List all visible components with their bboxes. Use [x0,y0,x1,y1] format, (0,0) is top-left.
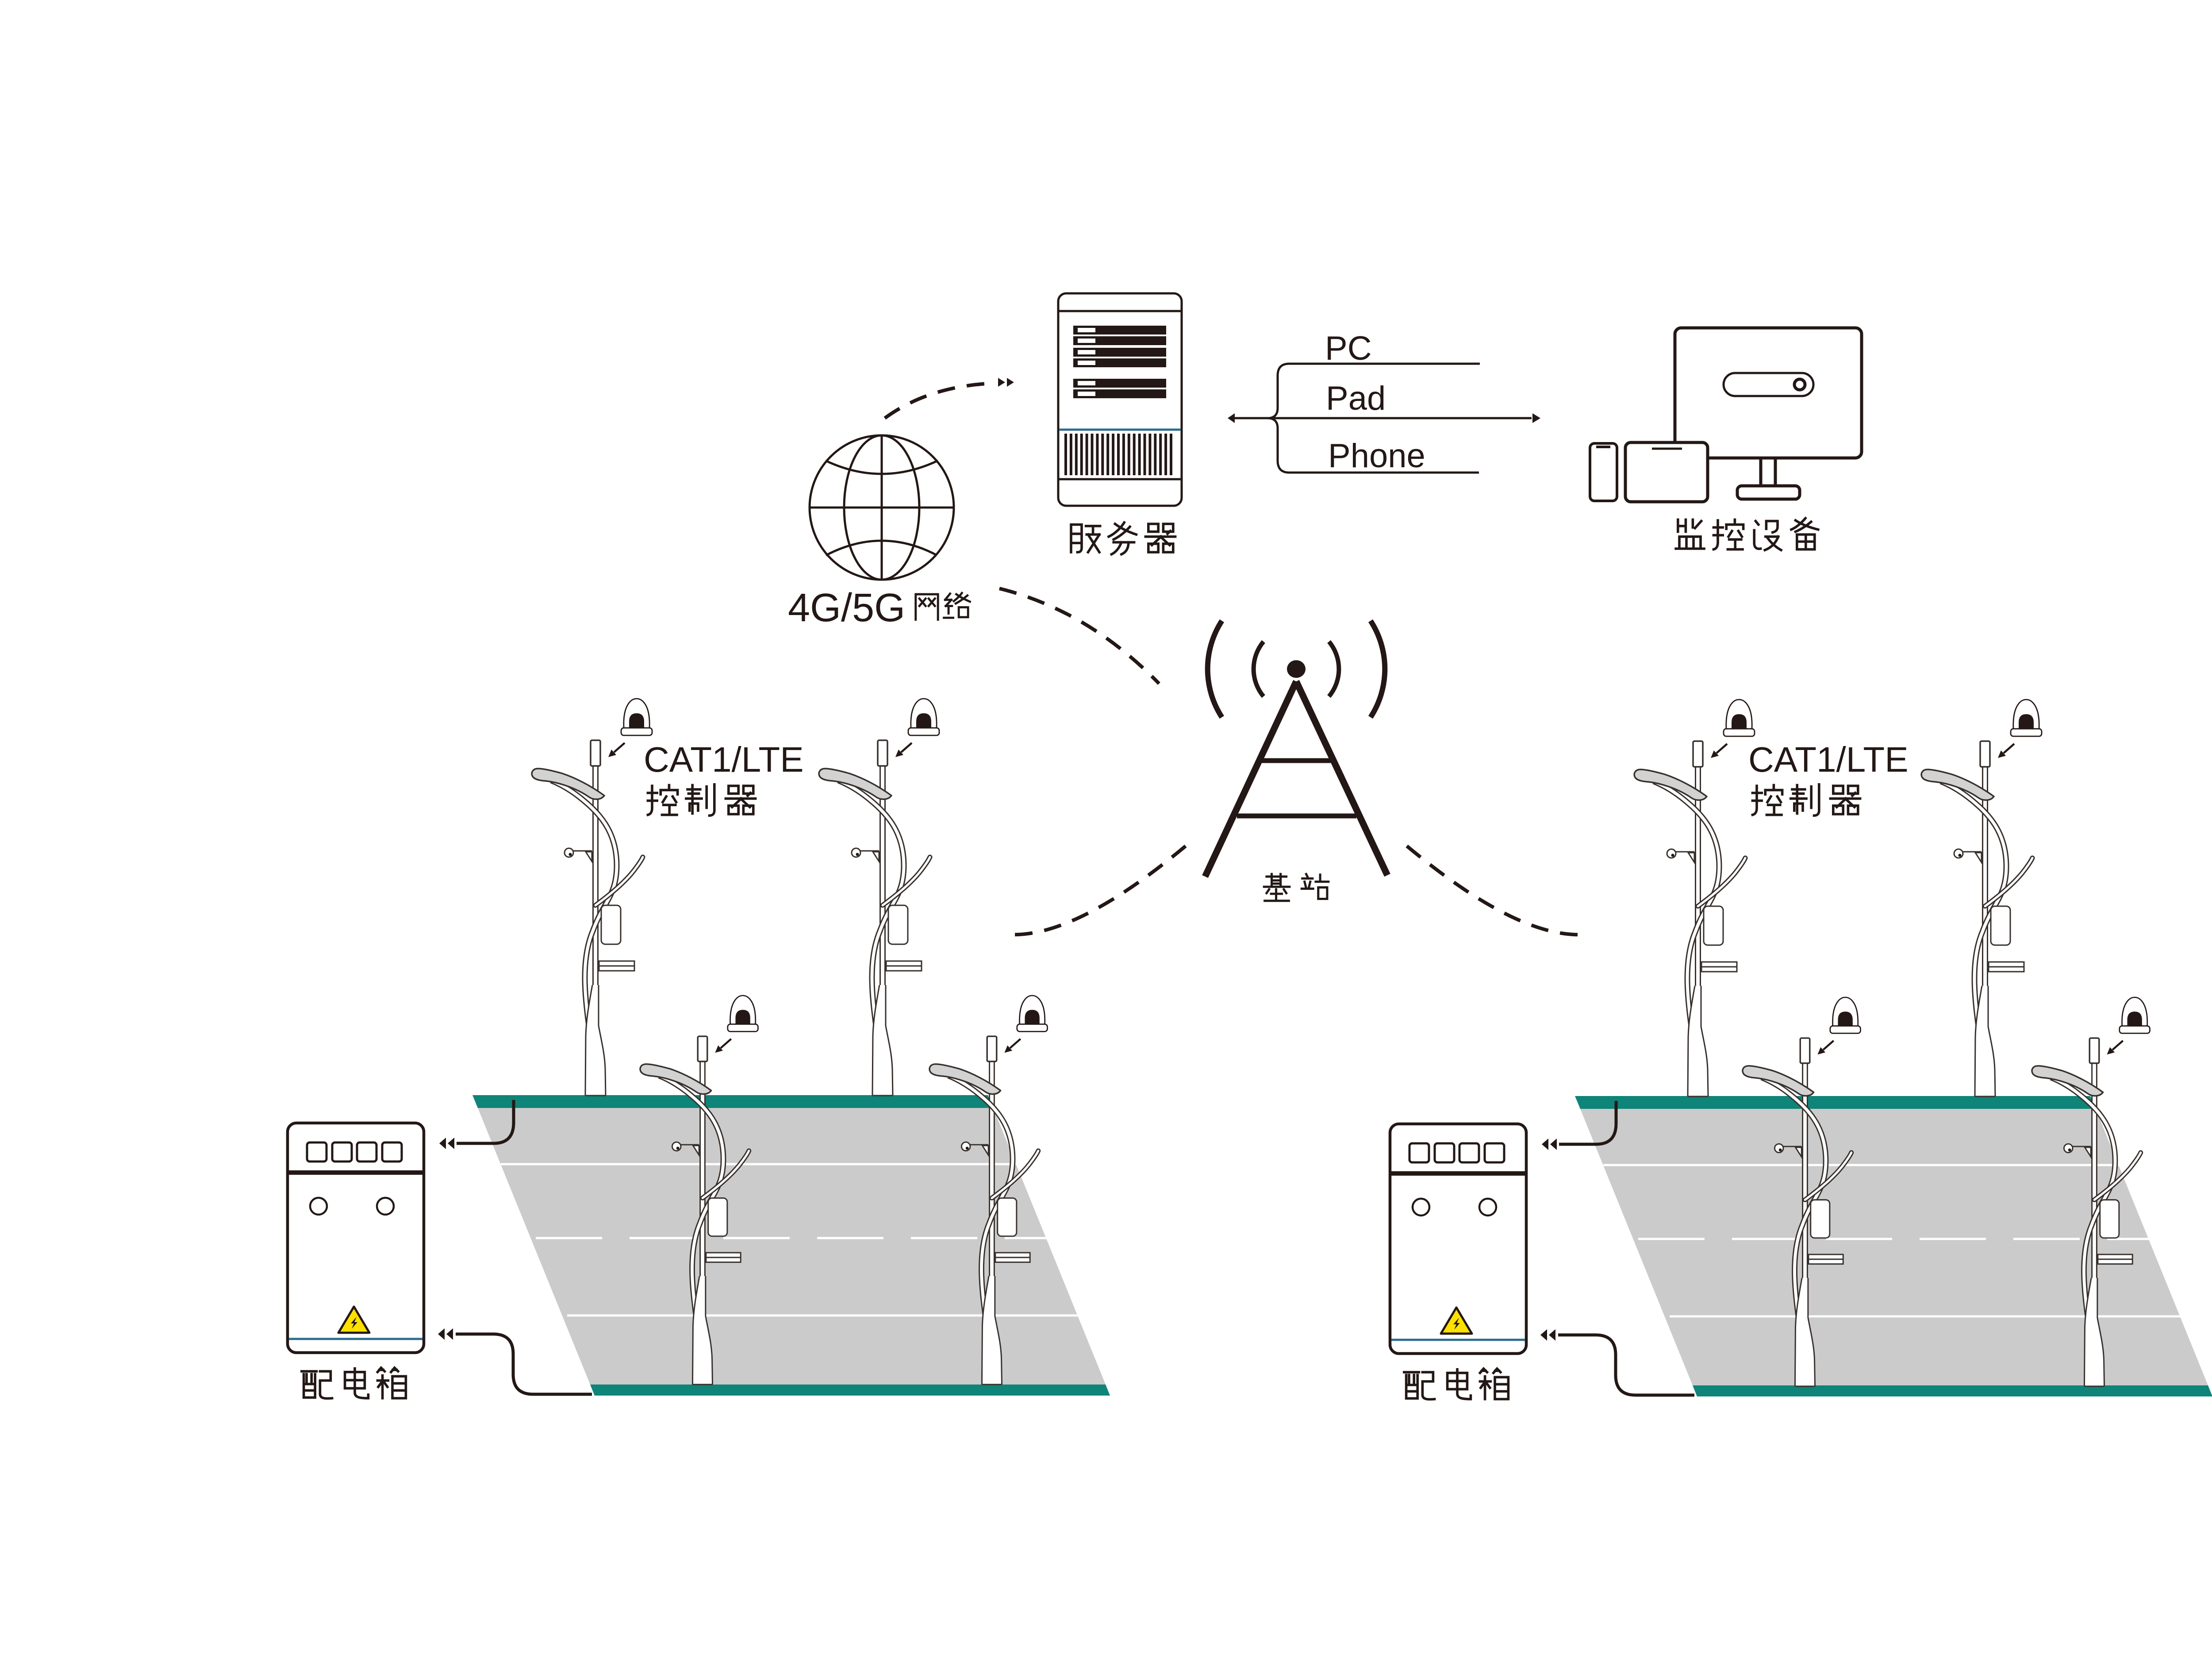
svg-text:CAT1/LTE: CAT1/LTE [644,740,804,779]
svg-text:Pad: Pad [1326,380,1386,417]
svg-text:Phone: Phone [1328,437,1425,475]
svg-text:CAT1/LTE: CAT1/LTE [1748,740,1909,779]
svg-text:PC: PC [1325,330,1372,367]
svg-text:4G/5G: 4G/5G [788,586,905,630]
